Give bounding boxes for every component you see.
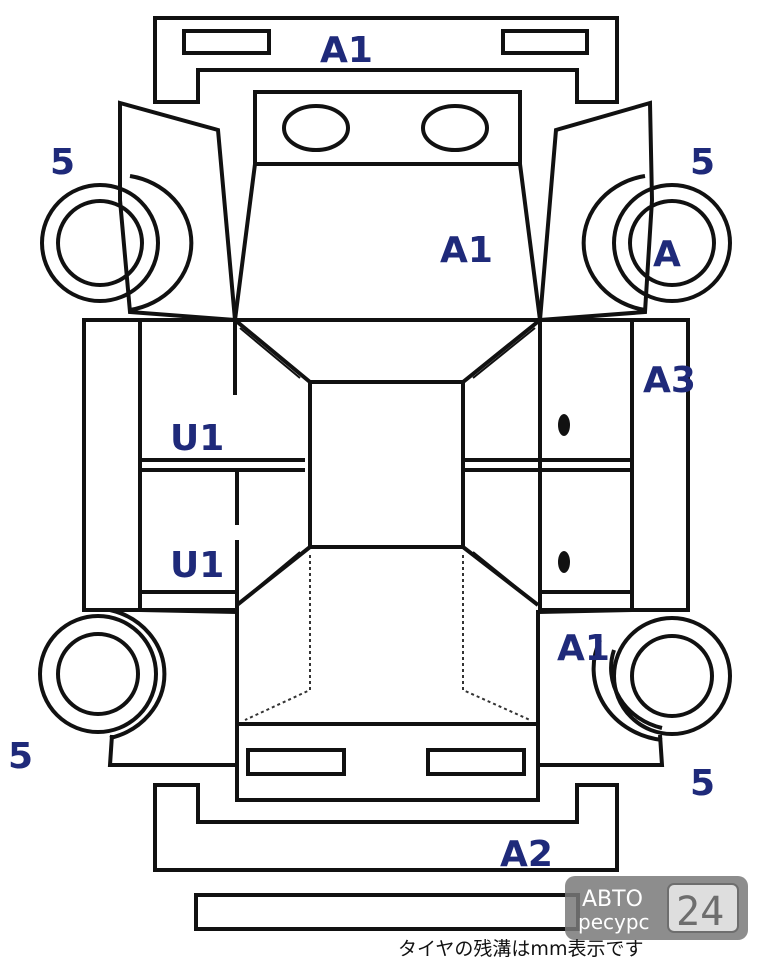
- code-right-front-door: A3: [643, 360, 696, 401]
- front-left-tire: [40, 174, 194, 312]
- watermark-line1: АВТО: [582, 887, 643, 912]
- code-front-right-tire: 5: [690, 142, 715, 183]
- code-rear-left-tire: 5: [8, 736, 33, 777]
- front-fenders: [118, 100, 655, 323]
- door-handle-front: [558, 414, 570, 436]
- watermark-logo: АВТО ресурс 24: [565, 876, 748, 940]
- code-front-bumper: A1: [320, 30, 373, 71]
- watermark-line2: ресурс: [578, 910, 650, 934]
- code-right-rear-fender: A1: [557, 628, 610, 669]
- rear-right-tire: [591, 616, 732, 742]
- damage-labels: A1 A1 5 5 A A3 U1 U1 A1 5 5 A2: [8, 30, 715, 875]
- code-left-front-door: U1: [170, 418, 224, 459]
- front-bumper: [153, 16, 619, 104]
- code-front-right-wheel: A: [653, 234, 681, 275]
- code-front-left-tire: 5: [50, 142, 75, 183]
- rear-fenders: [107, 608, 665, 767]
- door-handle-rear: [558, 551, 570, 573]
- trunk: [235, 555, 540, 802]
- rear-left-tire: [38, 608, 167, 740]
- code-rear-bumper: A2: [500, 834, 553, 875]
- code-hood: A1: [440, 230, 493, 271]
- code-left-rear-door: U1: [170, 545, 224, 586]
- cabin: [233, 318, 542, 607]
- watermark-digits: 24: [676, 889, 724, 935]
- tire-depth-note: タイヤの残溝はmm表示です: [398, 938, 643, 960]
- code-rear-right-tire: 5: [690, 763, 715, 804]
- hood: [232, 90, 543, 322]
- front-right-tire: [581, 174, 732, 312]
